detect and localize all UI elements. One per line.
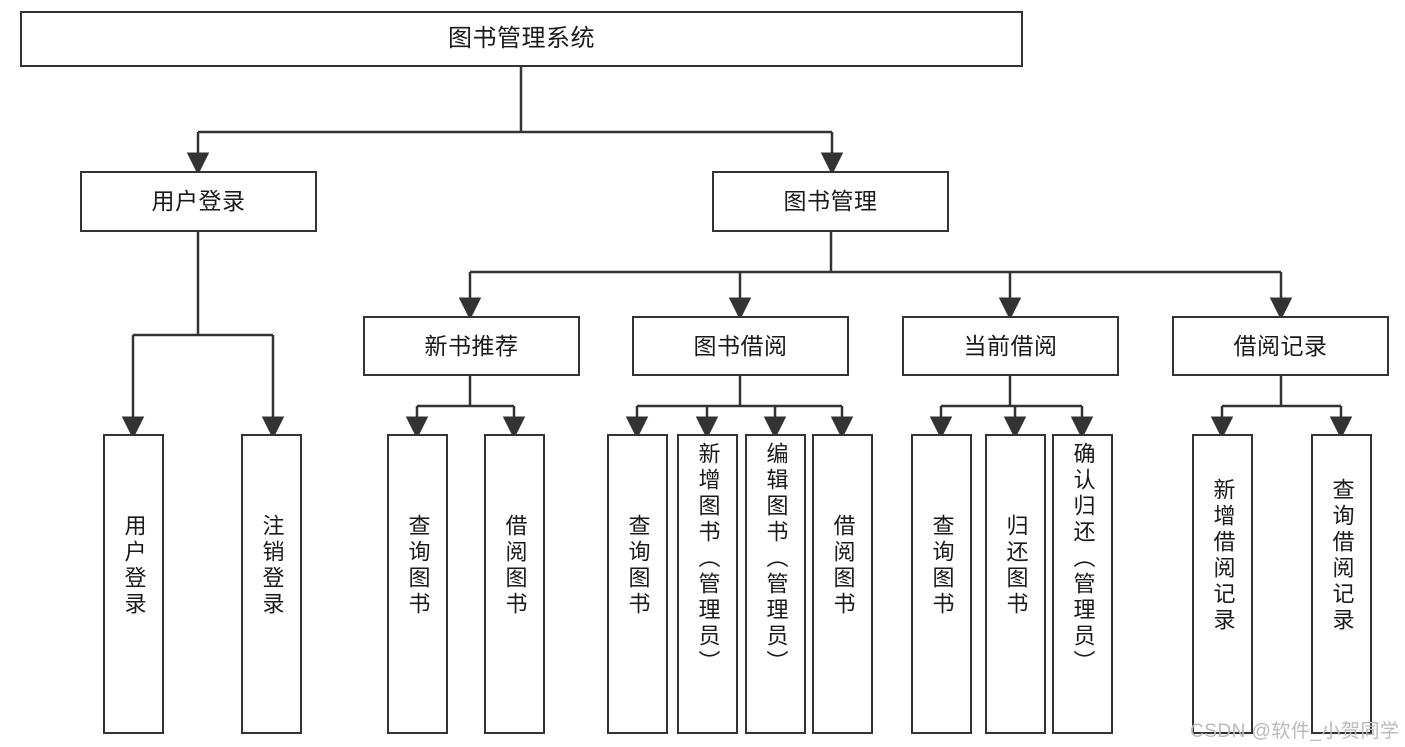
node-leaf-add-book-admin[interactable]: 新增图书（管理员） — [677, 434, 738, 734]
node-label: 查询图书 — [625, 514, 651, 618]
node-user-login[interactable]: 用户登录 — [80, 171, 317, 232]
node-leaf-return-book[interactable]: 归还图书 — [985, 434, 1046, 734]
node-leaf-add-borrow-record[interactable]: 新增借阅记录 — [1192, 434, 1253, 734]
node-label: 确认归还（管理员） — [1070, 442, 1096, 676]
csdn-watermark: CSDN @软件_小贺同学 — [1190, 721, 1400, 742]
node-book-manage[interactable]: 图书管理 — [712, 171, 949, 232]
node-label: 图书管理 — [783, 188, 878, 215]
node-label: 借阅图书 — [830, 514, 856, 618]
node-label: 新书推荐 — [424, 332, 519, 359]
node-root-system[interactable]: 图书管理系统 — [20, 11, 1023, 67]
node-label: 编辑图书（管理员） — [763, 442, 789, 676]
node-label: 查询图书 — [405, 514, 431, 618]
node-label: 借阅记录 — [1233, 332, 1328, 359]
node-leaf-query-book-3[interactable]: 查询图书 — [911, 434, 972, 734]
node-current-borrow[interactable]: 当前借阅 — [902, 316, 1119, 376]
node-label: 新增借阅记录 — [1210, 478, 1236, 634]
node-leaf-query-borrow-record[interactable]: 查询借阅记录 — [1311, 434, 1372, 734]
node-label: 图书借阅 — [693, 332, 788, 359]
node-borrow-record[interactable]: 借阅记录 — [1172, 316, 1389, 376]
node-label: 用户登录 — [121, 514, 147, 618]
node-label: 注销登录 — [259, 514, 285, 618]
node-book-borrow[interactable]: 图书借阅 — [632, 316, 849, 376]
node-leaf-logout[interactable]: 注销登录 — [241, 434, 302, 734]
node-leaf-user-login[interactable]: 用户登录 — [103, 434, 164, 734]
node-leaf-borrow-book-2[interactable]: 借阅图书 — [812, 434, 873, 734]
node-leaf-edit-book-admin[interactable]: 编辑图书（管理员） — [745, 434, 806, 734]
node-label: 归还图书 — [1003, 514, 1029, 618]
node-label: 当前借阅 — [963, 332, 1058, 359]
node-label: 查询借阅记录 — [1329, 478, 1355, 634]
node-leaf-borrow-book-1[interactable]: 借阅图书 — [484, 434, 545, 734]
node-label: 借阅图书 — [502, 514, 528, 618]
node-leaf-query-book-2[interactable]: 查询图书 — [607, 434, 668, 734]
node-leaf-confirm-return-admin[interactable]: 确认归还（管理员） — [1052, 434, 1113, 734]
node-label: 查询图书 — [929, 514, 955, 618]
node-new-book-recommend[interactable]: 新书推荐 — [363, 316, 580, 376]
node-label: 图书管理系统 — [448, 25, 595, 53]
node-label: 用户登录 — [151, 188, 246, 215]
node-leaf-query-book-1[interactable]: 查询图书 — [387, 434, 448, 734]
node-label: 新增图书（管理员） — [695, 442, 721, 676]
